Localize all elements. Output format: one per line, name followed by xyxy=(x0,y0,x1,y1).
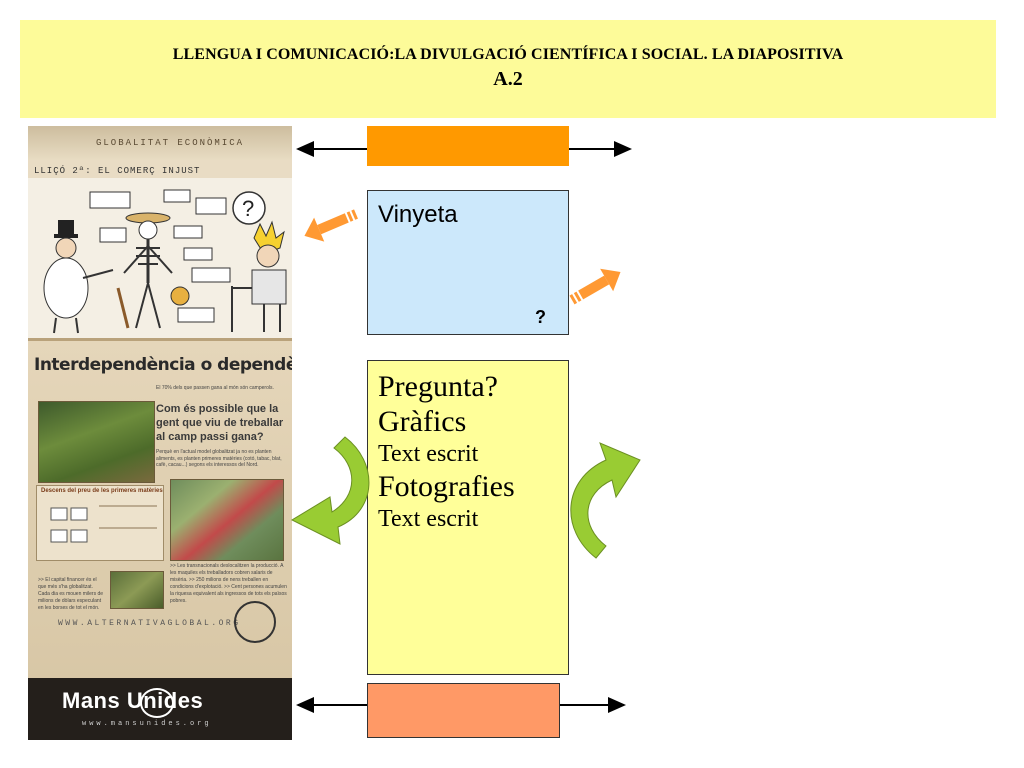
poster-header-text: GLOBALITAT ECONÒMICA xyxy=(96,138,245,148)
poster-heading: Interdependència o dependència? xyxy=(34,355,292,375)
poster-chart: Descens del preu de les primeres matèrie… xyxy=(36,485,164,561)
poster-lower: Interdependència o dependència? El 70% d… xyxy=(28,338,292,681)
globe-icon xyxy=(234,601,276,643)
striped-block-arrow-icon xyxy=(304,209,358,242)
poster-url: WWW.ALTERNATIVAGLOBAL.ORG xyxy=(58,619,241,628)
striped-block-arrow-icon xyxy=(569,268,621,305)
poster-chart-title: Descens del preu de les primeres matèrie… xyxy=(41,488,163,494)
globe-icon xyxy=(140,688,174,718)
poster-image: GLOBALITAT ECONÒMICA LLIÇÓ 2ª: EL COMERÇ… xyxy=(28,126,292,740)
content-text-2: Text escrit xyxy=(378,506,479,532)
content-graphics: Gràfics xyxy=(378,405,467,438)
poster-footer: Mans Unides www.mansunides.org xyxy=(28,678,292,740)
poster-header: GLOBALITAT ECONÒMICA xyxy=(28,126,292,160)
content-text-1: Text escrit xyxy=(378,441,479,467)
vinyeta-label: Vinyeta xyxy=(378,201,458,228)
orange-footer-block xyxy=(367,683,560,738)
poster-question: Com és possible que la gent que viu de t… xyxy=(156,403,284,443)
question-bubble-icon xyxy=(232,191,266,225)
cartoon-illustration: ? xyxy=(28,178,292,338)
field-photo xyxy=(38,401,155,483)
footer-url: www.mansunides.org xyxy=(82,720,212,728)
vinyeta-question-mark: ? xyxy=(535,307,546,327)
content-photos: Fotografies xyxy=(378,470,515,503)
title-banner: LLENGUA I COMUNICACIÓ:LA DIVULGACIÓ CIEN… xyxy=(20,20,996,118)
curved-green-arrow-icon xyxy=(570,442,641,559)
poster-lesson-label: LLIÇÓ 2ª: EL COMERÇ INJUST xyxy=(34,166,201,176)
worker-photo xyxy=(170,479,284,561)
orange-header-block xyxy=(367,126,569,166)
content-question: Pregunta? xyxy=(378,370,498,403)
svg-text:?: ? xyxy=(242,196,254,221)
footer-brand: Mans Unides xyxy=(62,688,204,713)
vinyeta-box: Vinyeta ? xyxy=(367,190,569,335)
poster-subtitle: El 70% dels que passen gana al món són c… xyxy=(156,385,274,391)
curved-green-arrow-icon xyxy=(290,436,370,545)
content-box: Pregunta? Gràfics Text escrit Fotografie… xyxy=(367,360,569,675)
slide-title: LLENGUA I COMUNICACIÓ:LA DIVULGACIÓ CIEN… xyxy=(172,46,844,63)
slide-subtitle: A.2 xyxy=(493,68,523,90)
small-photo xyxy=(110,571,164,609)
poster-bullets: >> Les transnacionals deslocalitzen la p… xyxy=(170,563,287,604)
poster-body-text: Perquè en l'actual model globalitzat ja … xyxy=(156,449,282,468)
poster-left-text: >> El capital financer és el que més s'h… xyxy=(38,577,104,611)
